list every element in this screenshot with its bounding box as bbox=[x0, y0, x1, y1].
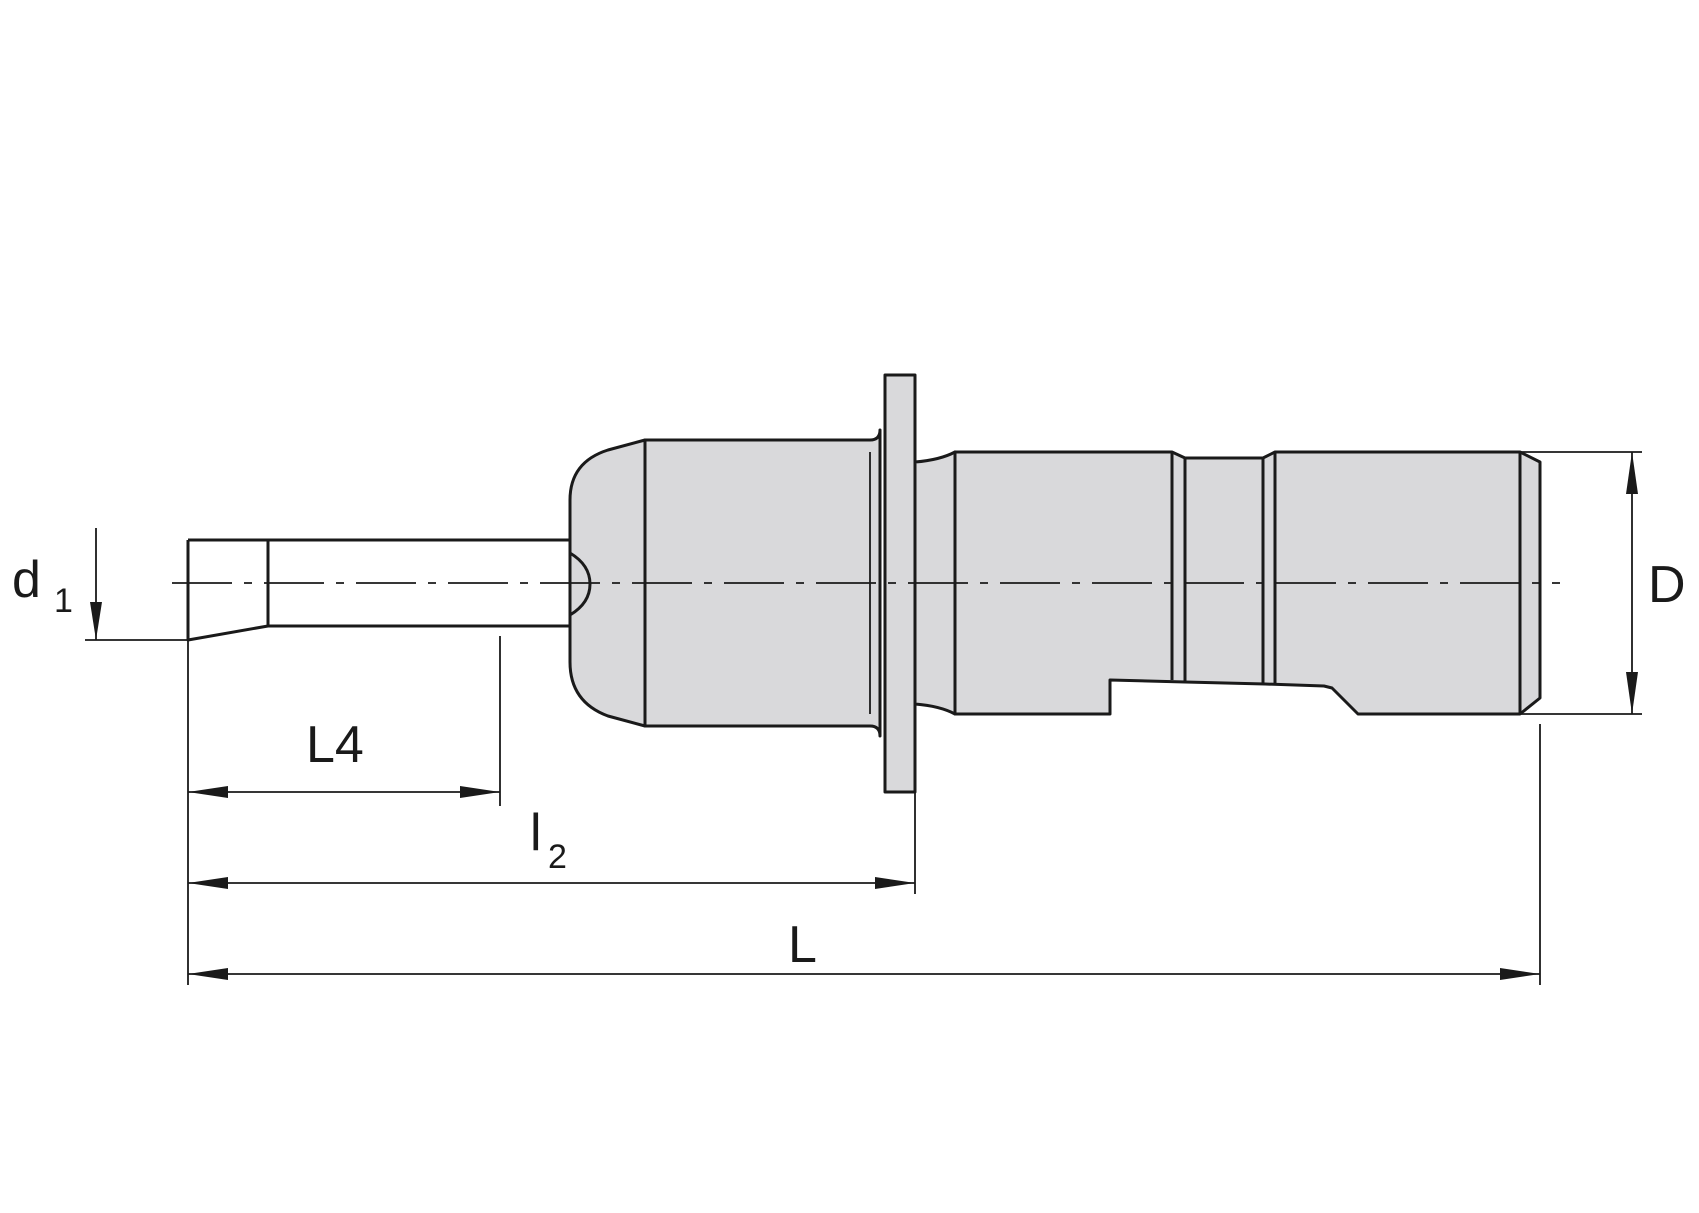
dimension-D: D bbox=[1520, 451, 1686, 715]
head-section bbox=[568, 438, 647, 728]
dimension-L: L bbox=[188, 724, 1541, 985]
tool-body bbox=[568, 373, 1542, 794]
shank bbox=[186, 538, 570, 642]
dimension-L4: L4 bbox=[187, 636, 501, 985]
l2-label: l bbox=[530, 804, 542, 862]
d1-label: d bbox=[12, 551, 41, 609]
ball-detail bbox=[569, 551, 592, 617]
l2-subscript: 2 bbox=[548, 838, 567, 876]
dimension-l2: l 2 bbox=[188, 792, 916, 894]
L-label: L bbox=[788, 916, 817, 974]
L4-label: L4 bbox=[306, 716, 364, 774]
D-label: D bbox=[1648, 556, 1686, 614]
dimension-d1: d 1 bbox=[12, 528, 188, 641]
d1-subscript: 1 bbox=[54, 582, 73, 620]
rear-shaft bbox=[953, 450, 1542, 716]
